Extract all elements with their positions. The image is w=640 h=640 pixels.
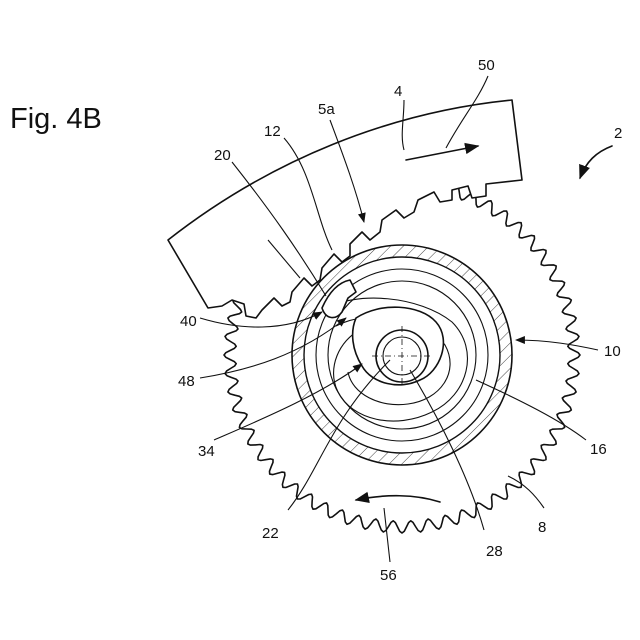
- ref-22: 22: [262, 525, 279, 542]
- ref-50: 50: [478, 57, 495, 74]
- ref-56: 56: [380, 567, 397, 584]
- ref-10: 10: [604, 343, 621, 360]
- gear-rotation-arrow: [356, 496, 440, 502]
- ref-4: 4: [394, 83, 402, 100]
- ref-34: 34: [198, 443, 215, 460]
- ref-20: 20: [214, 147, 231, 164]
- ref-12: 12: [264, 123, 281, 140]
- ref-48: 48: [178, 373, 195, 390]
- ref-16: 16: [590, 441, 607, 458]
- assembly-arrow-2: [580, 146, 612, 178]
- ref-5a: 5a: [318, 101, 335, 118]
- ref-2: 2: [614, 125, 622, 142]
- ref-28: 28: [486, 543, 503, 560]
- ref-40: 40: [180, 313, 197, 330]
- ref-8: 8: [538, 519, 546, 536]
